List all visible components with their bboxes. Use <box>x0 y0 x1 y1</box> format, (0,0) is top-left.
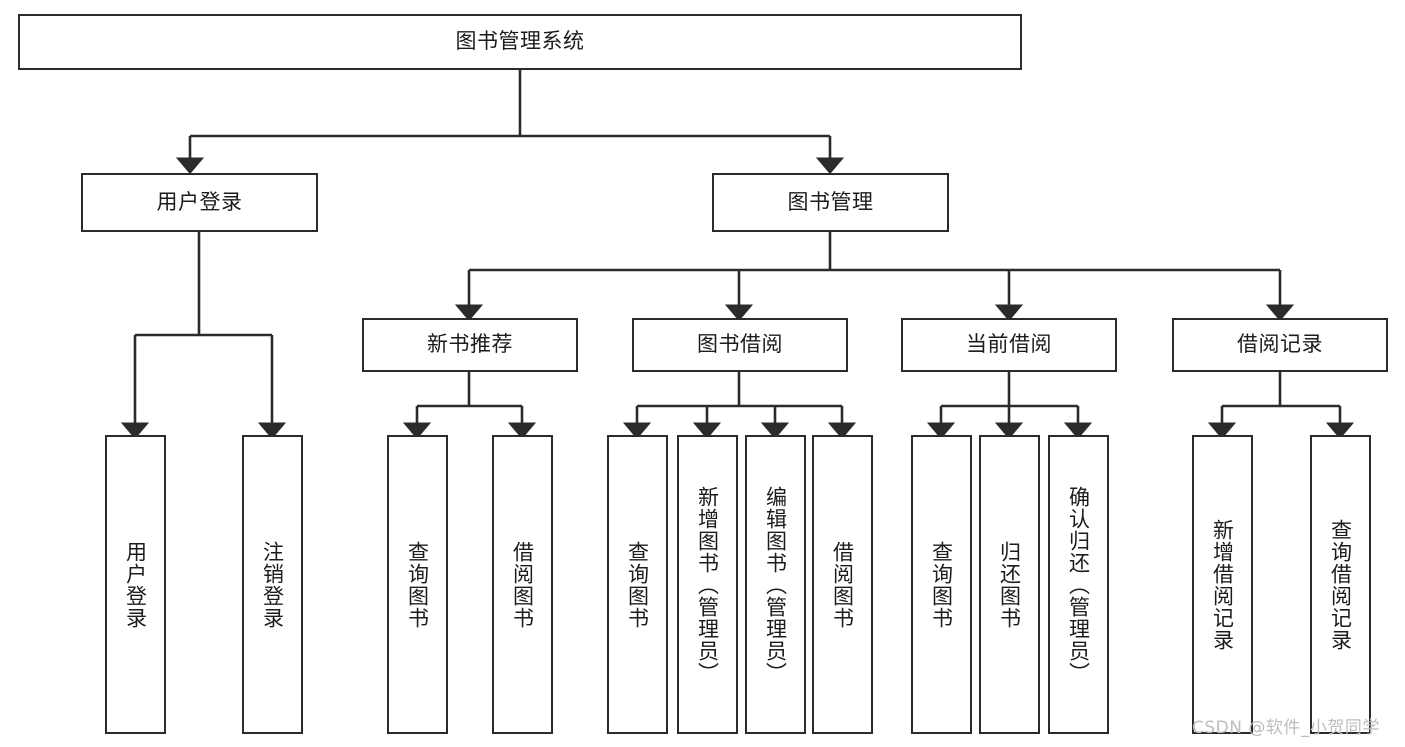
node-leaf-add-book[interactable]: 新增图书（管理员） <box>677 435 738 734</box>
node-current-borrow[interactable]: 当前借阅 <box>901 318 1117 372</box>
node-leaf-user-login[interactable]: 用户登录 <box>105 435 166 734</box>
node-leaf-edit-book[interactable]: 编辑图书（管理员） <box>745 435 806 734</box>
node-leaf-query-book-1[interactable]: 查询图书 <box>387 435 448 734</box>
node-book-manage-label: 图书管理 <box>787 189 874 214</box>
node-leaf-query-book-3-label: 查询图书 <box>929 540 954 629</box>
node-user-login-label: 用户登录 <box>156 189 243 214</box>
node-borrow-record[interactable]: 借阅记录 <box>1172 318 1388 372</box>
node-leaf-query-book-2[interactable]: 查询图书 <box>607 435 668 734</box>
node-leaf-user-logout-label: 注销登录 <box>260 540 285 629</box>
node-leaf-query-book-2-label: 查询图书 <box>625 540 650 629</box>
node-leaf-borrow-book-2-label: 借阅图书 <box>830 540 855 629</box>
node-leaf-add-record-label: 新增借阅记录 <box>1210 518 1235 651</box>
node-leaf-add-book-label: 新增图书（管理员） <box>695 485 720 684</box>
node-leaf-query-record[interactable]: 查询借阅记录 <box>1310 435 1371 734</box>
node-book-manage[interactable]: 图书管理 <box>712 173 949 232</box>
node-leaf-return-book-label: 归还图书 <box>997 540 1022 629</box>
node-root[interactable]: 图书管理系统 <box>18 14 1022 70</box>
node-root-label: 图书管理系统 <box>455 29 585 54</box>
node-new-book-rec-label: 新书推荐 <box>427 332 513 357</box>
node-book-borrow[interactable]: 图书借阅 <box>632 318 848 372</box>
node-leaf-borrow-book-1-label: 借阅图书 <box>510 540 535 629</box>
node-leaf-borrow-book-1[interactable]: 借阅图书 <box>492 435 553 734</box>
node-leaf-edit-book-label: 编辑图书（管理员） <box>763 485 788 684</box>
node-user-login[interactable]: 用户登录 <box>81 173 318 232</box>
node-leaf-borrow-book-2[interactable]: 借阅图书 <box>812 435 873 734</box>
node-new-book-rec[interactable]: 新书推荐 <box>362 318 578 372</box>
node-leaf-return-book[interactable]: 归还图书 <box>979 435 1040 734</box>
node-leaf-query-record-label: 查询借阅记录 <box>1328 518 1353 651</box>
node-leaf-confirm-return-label: 确认归还（管理员） <box>1066 485 1091 684</box>
node-borrow-record-label: 借阅记录 <box>1237 332 1323 357</box>
node-leaf-query-book-3[interactable]: 查询图书 <box>911 435 972 734</box>
node-leaf-query-book-1-label: 查询图书 <box>405 540 430 629</box>
node-leaf-user-logout[interactable]: 注销登录 <box>242 435 303 734</box>
node-book-borrow-label: 图书借阅 <box>697 332 783 357</box>
csdn-watermark: CSDN @软件_小贺同学 <box>1192 718 1380 738</box>
node-leaf-confirm-return[interactable]: 确认归还（管理员） <box>1048 435 1109 734</box>
node-current-borrow-label: 当前借阅 <box>966 332 1052 357</box>
node-leaf-user-login-label: 用户登录 <box>123 540 148 629</box>
node-leaf-add-record[interactable]: 新增借阅记录 <box>1192 435 1253 734</box>
